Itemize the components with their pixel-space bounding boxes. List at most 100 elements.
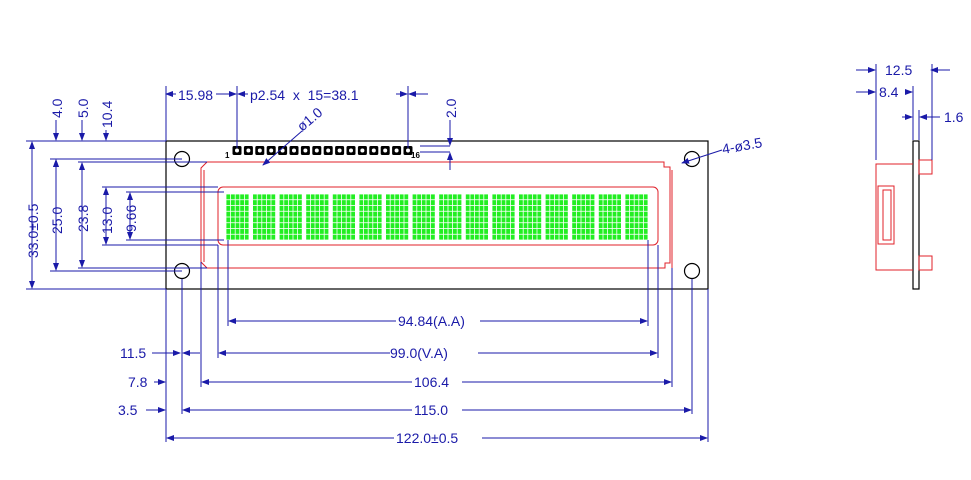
pixel-dot — [475, 228, 479, 234]
pixel-dot — [315, 211, 320, 217]
pixel-dot — [253, 217, 257, 223]
pixel-dot — [284, 211, 288, 217]
character-cell — [545, 194, 568, 240]
pixel-dot — [364, 223, 368, 229]
pixel-dot — [431, 200, 435, 206]
pixel-dot — [253, 228, 257, 234]
pin-header — [232, 146, 413, 155]
pixel-dot — [288, 223, 293, 229]
pixel-dot — [492, 217, 497, 223]
pixel-dot — [364, 234, 368, 240]
pin-hole — [394, 148, 399, 153]
pixel-dot — [453, 234, 457, 240]
pixel-dot — [484, 217, 488, 223]
pixel-dot — [519, 217, 523, 223]
pixel-dot — [284, 194, 288, 200]
pin-hole — [314, 148, 319, 153]
pixel-dot — [572, 217, 576, 223]
pixel-dot — [448, 200, 453, 206]
pixel-dot — [332, 217, 337, 223]
pixel-dot — [426, 194, 431, 200]
pixel-dot — [550, 194, 554, 200]
pixel-dot — [386, 200, 390, 206]
pixel-dot — [293, 217, 298, 223]
pixel-dot — [257, 205, 262, 211]
pixel-dot — [586, 234, 590, 240]
pixel-dot — [603, 194, 608, 200]
pixel-dot — [439, 200, 443, 206]
pixel-dot — [235, 200, 240, 206]
pixel-dot — [630, 200, 634, 206]
pixel-dot — [510, 200, 515, 206]
pixel-dot — [603, 200, 608, 206]
pixel-dot — [581, 200, 586, 206]
pixel-dot — [554, 234, 559, 240]
pixel-dot — [598, 211, 603, 217]
pixel-dot — [501, 228, 506, 234]
pixel-dot — [572, 223, 576, 229]
pixel-dot — [453, 217, 457, 223]
pixel-dot — [457, 217, 462, 223]
pixel-dot — [457, 205, 462, 211]
dim-mount-holes: 4-ø3.5 — [721, 134, 764, 157]
pixel-dot — [235, 234, 240, 240]
pixel-dot — [377, 205, 382, 211]
pcb-outline — [165, 140, 709, 290]
pixel-dot — [643, 228, 648, 234]
pixel-dot — [240, 234, 244, 240]
pixel-dot — [262, 194, 266, 200]
pixel-dot — [439, 211, 443, 217]
pixel-dot — [586, 200, 590, 206]
pixel-dot — [399, 234, 404, 240]
pixel-dot — [359, 194, 364, 200]
pixel-dot — [293, 194, 298, 200]
pixel-dot — [550, 200, 554, 206]
pixel-dot — [306, 200, 310, 206]
pixel-dot — [346, 205, 351, 211]
pin-hole — [326, 148, 331, 153]
pixel-dot — [324, 234, 329, 240]
pixel-dot — [324, 217, 329, 223]
pixel-dot — [332, 211, 337, 217]
pixel-dot — [421, 234, 426, 240]
pixel-dot — [412, 228, 417, 234]
side-view: 12.5 8.4 1.6 — [856, 62, 964, 290]
pixel-dot — [235, 228, 240, 234]
left-dimensions: 33.0±0.5 4.0 25.0 5.0 23.8 10.4 13.0 9.6… — [25, 98, 224, 290]
pixel-dot — [457, 194, 462, 200]
pixel-dot — [572, 228, 576, 234]
pixel-dot — [528, 223, 532, 229]
pixel-dot — [306, 223, 310, 229]
pixel-dot — [492, 205, 497, 211]
pixel-dot — [510, 228, 515, 234]
pixel-dot — [279, 194, 284, 200]
pixel-dot — [537, 194, 542, 200]
pixel-dot — [537, 200, 542, 206]
pixel-dot — [532, 234, 537, 240]
pixel-dot — [390, 211, 395, 217]
pixel-dot — [532, 205, 537, 211]
pixel-dot — [298, 228, 302, 234]
pixel-dot — [257, 217, 262, 223]
pixel-dot — [404, 228, 409, 234]
pixel-dot — [368, 223, 373, 229]
pixel-dot — [465, 234, 470, 240]
pixel-dot — [279, 234, 284, 240]
pixel-dot — [337, 205, 342, 211]
mount-hole-br — [683, 262, 701, 280]
pin-hole — [406, 148, 410, 153]
pixel-dot — [244, 234, 249, 240]
character-cell — [306, 194, 329, 240]
pixel-dot — [346, 217, 351, 223]
pixel-dot — [625, 228, 630, 234]
pixel-dot — [519, 234, 523, 240]
pixel-dot — [443, 234, 448, 240]
pixel-dot — [235, 211, 240, 217]
pixel-dot — [342, 211, 346, 217]
pixel-dot — [412, 194, 417, 200]
pixel-dot — [306, 234, 310, 240]
pixel-dot — [320, 205, 324, 211]
pixel-dot — [598, 217, 603, 223]
character-cell — [253, 194, 276, 240]
pixel-dot — [359, 223, 364, 229]
